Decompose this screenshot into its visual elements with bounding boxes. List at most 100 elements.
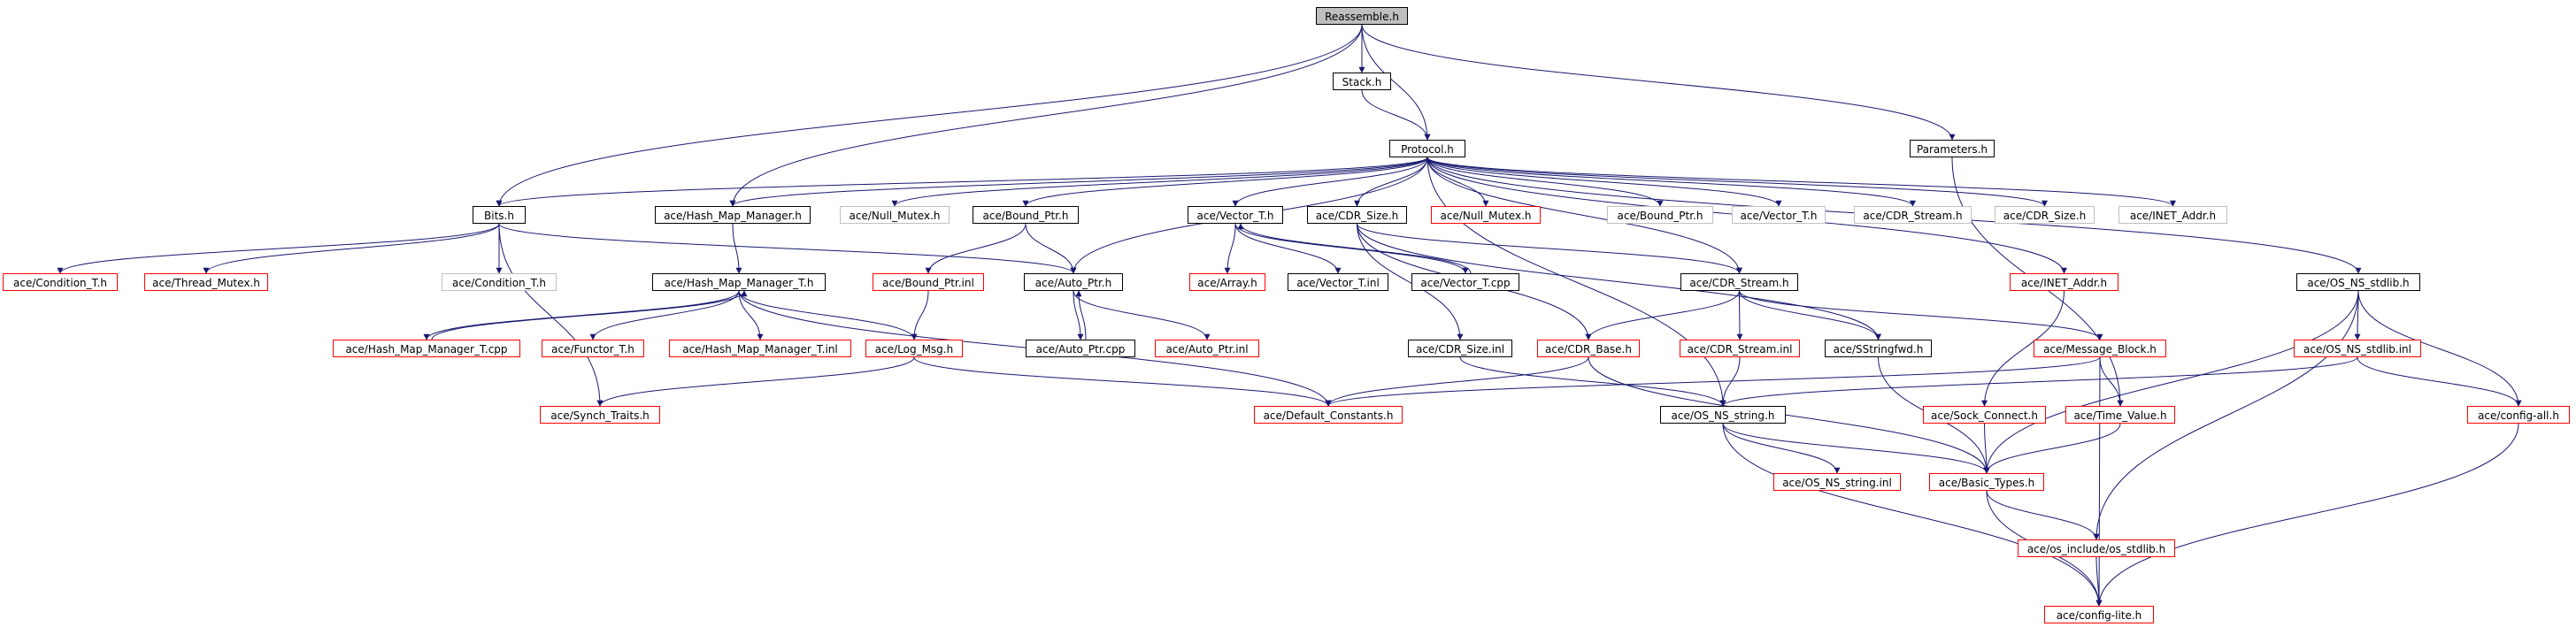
edge-bits_h-to-thread_mutex_h — [203, 223, 500, 274]
node-cdr-size-h[interactable]: ace/CDR_Size.h — [1307, 206, 1407, 224]
node-vector-t-inl[interactable]: ace/Vector_T.inl — [1288, 273, 1388, 291]
edge-os_ns_string_h-to-os_ns_string_inl — [1722, 423, 1841, 474]
edge-os_ns_string_h-to-basic_types_h — [1722, 423, 1990, 474]
node-bound-ptr-h[interactable]: ace/Bound_Ptr.h — [973, 206, 1079, 224]
edge-os_include_os_stdlib_h-to-config_lite_h — [2095, 556, 2103, 607]
node-hash-map-manager-t-inl[interactable]: ace/Hash_Map_Manager_T.inl — [669, 340, 851, 357]
node-thread-mutex-h[interactable]: ace/Thread_Mutex.h — [144, 273, 268, 291]
edge-os_ns_stdlib_inl-to-config_all_h — [2357, 356, 2522, 407]
edge-cdr_stream_h-to-sstringfwd_h — [1739, 290, 1881, 340]
edge-protocol_h-to-cdr_stream_h_ext — [1426, 157, 1916, 207]
edge-protocol_h-to-cdr_stream_h — [1426, 157, 1742, 274]
edge-cdr_stream_h-to-cdr_stream_inl — [1736, 290, 1743, 340]
node-cdr-size-h-external[interactable]: ace/CDR_Size.h — [1995, 206, 2095, 224]
edge-bits_h-to-condition_t_h_red — [57, 223, 500, 274]
edge-protocol_h-to-cdr_size_h_ext — [1426, 157, 2048, 207]
edge-message_block_h-to-time_value_h — [2099, 356, 2124, 407]
node-null-mutex-h-external[interactable]: ace/Null_Mutex.h — [840, 206, 950, 224]
edge-hash_map_manager_t_cpp-to-hash_map_manager_t_h — [431, 290, 748, 340]
edge-inet_addr_h_red-to-sock_connect_h — [1981, 290, 2065, 407]
edge-auto_ptr_h-to-auto_ptr_inl — [1073, 290, 1211, 340]
edge-os_ns_stdlib_h-to-config_all_h — [2357, 290, 2522, 407]
node-config-lite-h[interactable]: ace/config-lite.h — [2044, 606, 2154, 623]
node-hash-map-manager-t-cpp[interactable]: ace/Hash_Map_Manager_T.cpp — [333, 340, 520, 357]
node-cdr-size-inl[interactable]: ace/CDR_Size.inl — [1408, 340, 1512, 357]
node-array-h[interactable]: ace/Array.h — [1189, 273, 1265, 291]
edge-vector_t_h-to-array_h — [1224, 223, 1236, 274]
edge-auto_ptr_h-to-auto_ptr_cpp — [1073, 290, 1084, 340]
edge-reassemble_h-to-hash_map_manager_h — [729, 24, 1363, 207]
node-vector-t-h[interactable]: ace/Vector_T.h — [1188, 206, 1283, 224]
edge-cdr_base_h-to-default_constants_h — [1325, 356, 1589, 407]
node-stack-h[interactable]: Stack.h — [1333, 73, 1391, 90]
edge-protocol_h-to-vector_t_h — [1232, 157, 1428, 207]
edge-reassemble_h-to-protocol_h — [1361, 24, 1431, 141]
node-vector-t-h-external[interactable]: ace/Vector_T.h — [1732, 206, 1826, 224]
node-log-msg-h[interactable]: ace/Log_Msg.h — [865, 340, 963, 357]
node-config-all-h[interactable]: ace/config-all.h — [2467, 406, 2570, 424]
edge-cdr_size_h-to-cdr_size_inl — [1357, 223, 1464, 340]
edge-auto_ptr_cpp-to-auto_ptr_h — [1075, 290, 1087, 340]
edge-sock_connect_h-to-basic_types_h — [1983, 423, 1990, 474]
edge-reassemble_h-to-parameters_h — [1361, 24, 1956, 141]
node-parameters-h[interactable]: Parameters.h — [1910, 140, 1995, 157]
node-bound-ptr-h-external[interactable]: ace/Bound_Ptr.h — [1607, 206, 1713, 224]
edge-protocol_h-to-vector_t_h_ext — [1426, 157, 1782, 207]
node-cdr-stream-h-external[interactable]: ace/CDR_Stream.h — [1854, 206, 1972, 224]
node-condition-t-h-external[interactable]: ace/Condition_T.h — [442, 273, 557, 291]
node-os-ns-string-h[interactable]: ace/OS_NS_string.h — [1660, 406, 1786, 424]
node-auto-ptr-h[interactable]: ace/Auto_Ptr.h — [1024, 273, 1123, 291]
edge-os_ns_stdlib_h-to-os_include_os_stdlib_h — [2093, 290, 2359, 540]
node-os-ns-string-inl[interactable]: ace/OS_NS_string.inl — [1773, 473, 1901, 491]
node-functor-t-h[interactable]: ace/Functor_T.h — [542, 340, 644, 357]
node-condition-t-h-missing[interactable]: ace/Condition_T.h — [3, 273, 118, 291]
edge-cdr_stream_h-to-cdr_base_h — [1585, 290, 1740, 340]
edge-message_block_h-to-config_lite_h — [2095, 356, 2103, 607]
edge-bound_ptr_h-to-bound_ptr_inl — [925, 223, 1027, 274]
node-os-include-os-stdlib-h[interactable]: ace/os_include/os_stdlib.h — [2018, 539, 2175, 557]
node-basic-types-h[interactable]: ace/Basic_Types.h — [1929, 473, 2044, 491]
edge-time_value_h-to-basic_types_h — [1983, 423, 2121, 474]
node-vector-t-cpp[interactable]: ace/Vector_T.cpp — [1411, 273, 1519, 291]
node-hash-map-manager-t-h[interactable]: ace/Hash_Map_Manager_T.h — [652, 273, 826, 291]
edge-protocol_h-to-bits_h — [496, 157, 1428, 207]
node-protocol-h[interactable]: Protocol.h — [1389, 140, 1465, 157]
node-cdr-stream-h[interactable]: ace/CDR_Stream.h — [1680, 273, 1798, 291]
node-null-mutex-h-missing[interactable]: ace/Null_Mutex.h — [1431, 206, 1541, 224]
node-sock-connect-h[interactable]: ace/Sock_Connect.h — [1923, 406, 2046, 424]
node-cdr-base-h[interactable]: ace/CDR_Base.h — [1537, 340, 1640, 357]
edge-protocol_h-to-inet_addr_h_ext — [1426, 157, 2176, 207]
node-os-ns-stdlib-inl[interactable]: ace/OS_NS_stdlib.inl — [2294, 340, 2421, 357]
node-sstringfwd-h[interactable]: ace/SStringfwd.h — [1825, 340, 1932, 357]
edge-protocol_h-to-hash_map_manager_h — [729, 157, 1428, 207]
node-auto-ptr-cpp[interactable]: ace/Auto_Ptr.cpp — [1026, 340, 1135, 357]
edge-bound_ptr_inl-to-log_msg_h — [911, 290, 929, 340]
node-bound-ptr-inl[interactable]: ace/Bound_Ptr.inl — [873, 273, 984, 291]
node-default-constants-h[interactable]: ace/Default_Constants.h — [1254, 406, 1403, 424]
edge-stack_h-to-protocol_h — [1361, 89, 1431, 141]
node-time-value-h[interactable]: ace/Time_Value.h — [2065, 406, 2175, 424]
dependency-edges — [57, 24, 2522, 607]
node-inet-addr-h-missing[interactable]: ace/INET_Addr.h — [2010, 273, 2118, 291]
node-bits-h[interactable]: Bits.h — [473, 206, 526, 224]
edge-os_ns_string_h-to-config_lite_h — [1722, 423, 2103, 607]
edge-protocol_h-to-os_ns_string_h — [1426, 157, 1726, 407]
edge-bound_ptr_h-to-auto_ptr_h — [1025, 223, 1077, 274]
edge-cdr_base_h-to-basic_types_h — [1588, 356, 1990, 474]
node-cdr-stream-inl[interactable]: ace/CDR_Stream.inl — [1680, 340, 1800, 357]
node-message-block-h[interactable]: ace/Message_Block.h — [2034, 340, 2166, 357]
node-auto-ptr-inl[interactable]: ace/Auto_Ptr.inl — [1155, 340, 1259, 357]
edge-cdr_stream_inl-to-os_ns_string_h — [1719, 356, 1741, 407]
edge-vector_t_cpp-to-vector_t_h — [1237, 223, 1472, 274]
edge-bits_h-to-auto_ptr_h — [498, 223, 1077, 274]
edge-config_all_h-to-config_lite_h — [2095, 423, 2519, 607]
node-inet-addr-h-external[interactable]: ace/INET_Addr.h — [2118, 206, 2227, 224]
edge-log_msg_h-to-synch_traits_h — [596, 356, 915, 407]
node-os-ns-stdlib-h[interactable]: ace/OS_NS_stdlib.h — [2296, 273, 2420, 291]
edge-protocol_h-to-cdr_size_h — [1354, 157, 1428, 207]
edge-hash_map_manager_t_h-to-log_msg_h — [738, 290, 918, 340]
node-synch-traits-h[interactable]: ace/Synch_Traits.h — [540, 406, 660, 424]
node-hash-map-manager-h[interactable]: ace/Hash_Map_Manager.h — [655, 206, 811, 224]
edge-message_block_h-to-default_constants_h — [1325, 356, 2101, 407]
